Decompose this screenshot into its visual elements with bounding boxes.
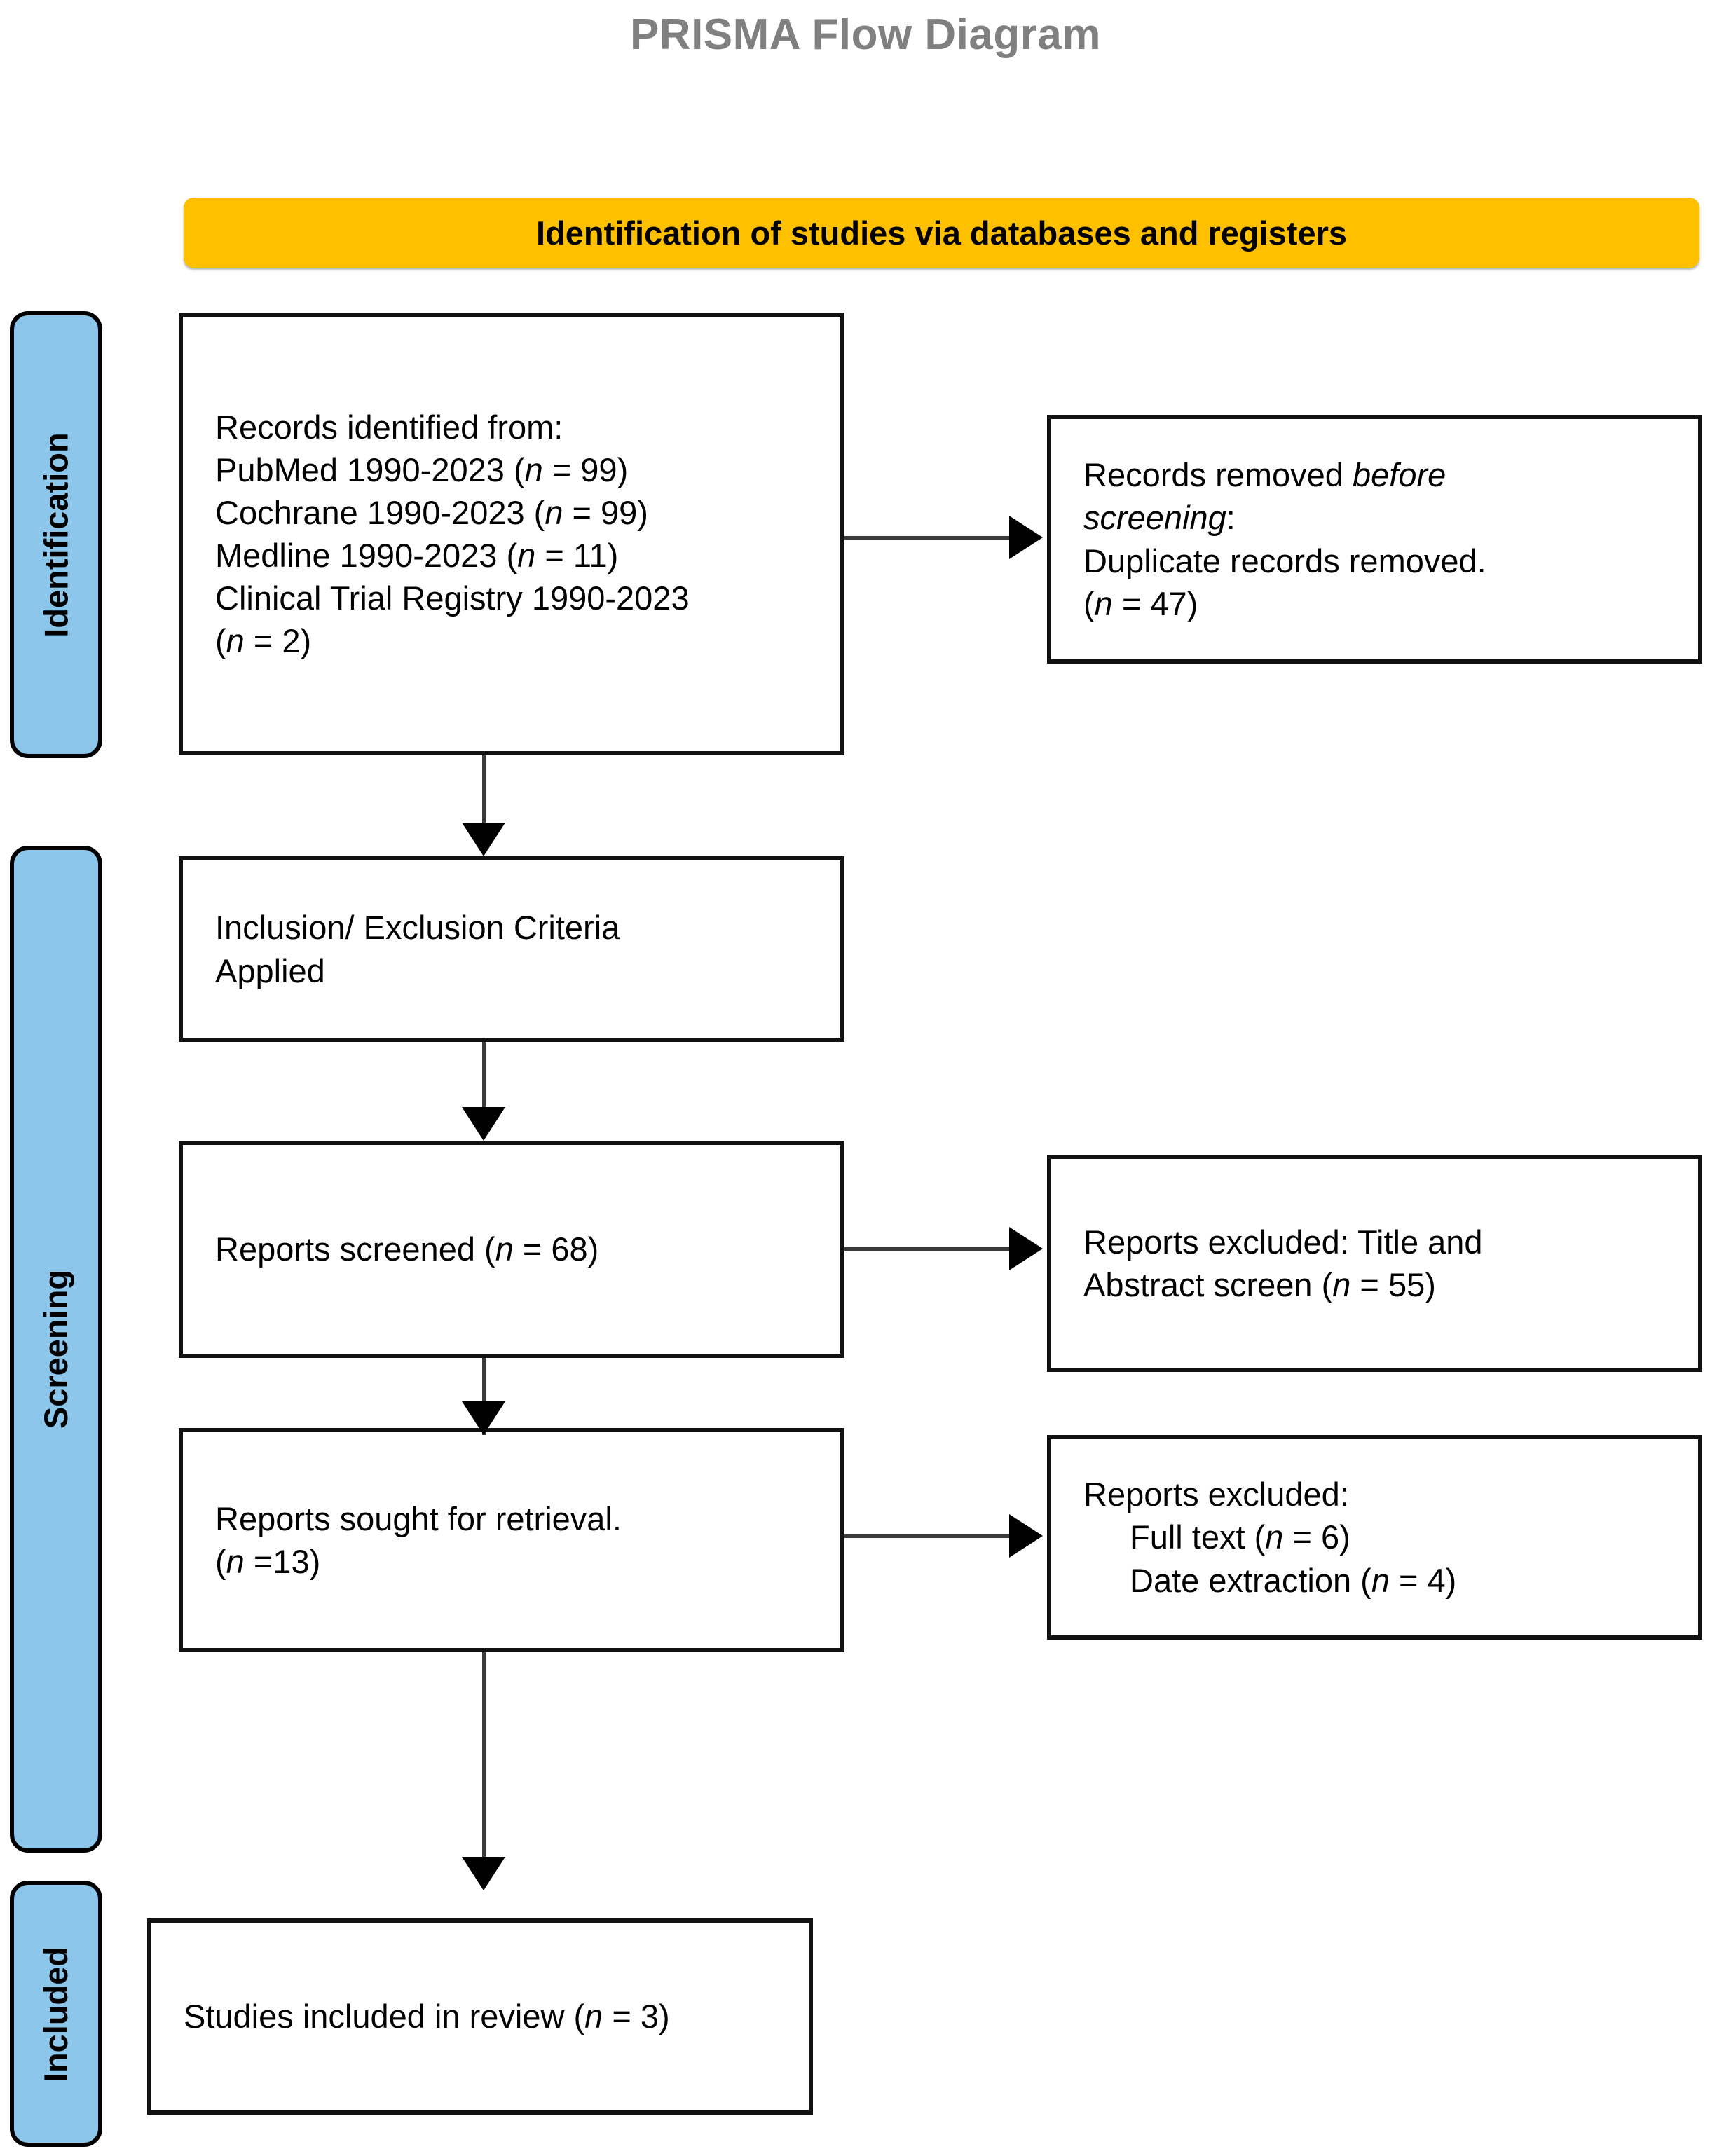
- box-reports-excluded-full-text-text: Reports excluded: Full text (n = 6) Date…: [1051, 1473, 1698, 1601]
- arrow-shaft: [482, 1042, 486, 1115]
- box-records-removed-text: Records removed before screening: Duplic…: [1051, 453, 1698, 624]
- retrieval-line1: Reports sought for retrieval.: [215, 1499, 622, 1537]
- records-removed-line3: Duplicate records removed.: [1083, 542, 1486, 579]
- arrow-shaft: [482, 755, 486, 831]
- arrow-head-down-icon: [462, 823, 505, 856]
- box-studies-included-in-review-text: Studies included in review (n = 3): [151, 1995, 809, 2038]
- arrow-head-down-icon: [462, 1857, 505, 1890]
- arrow-head-down-icon: [462, 1401, 505, 1435]
- box-reports-screened-text: Reports screened (n = 68): [183, 1228, 840, 1270]
- excluded-full-item-full-text: Full text (n = 6): [1130, 1518, 1350, 1556]
- arrow-shaft: [482, 1358, 486, 1435]
- phase-band-screening: Screening: [10, 846, 102, 1853]
- excluded-full-item-date-extraction: Date extraction (n = 4): [1130, 1561, 1457, 1599]
- records-identified-source-cochrane: Cochrane 1990-2023 (n = 99): [215, 493, 648, 531]
- phase-band-label-included: Included: [37, 1946, 75, 2082]
- box-records-identified: Records identified from: PubMed 1990-202…: [179, 313, 844, 755]
- arrow-shaft: [844, 1247, 1018, 1251]
- records-identified-source-medline: Medline 1990-2023 (n = 11): [215, 537, 619, 574]
- phase-band-identification: Identification: [10, 311, 102, 758]
- records-identified-source-registry: Clinical Trial Registry 1990-2023: [215, 579, 690, 617]
- arrow-head-right-icon: [1009, 1514, 1043, 1558]
- excluded-title-line2: Abstract screen (n = 55): [1083, 1266, 1436, 1303]
- box-reports-excluded-title-abstract: Reports excluded: Title and Abstract scr…: [1047, 1155, 1702, 1372]
- arrow-shaft: [844, 536, 1018, 540]
- arrow-head-right-icon: [1009, 516, 1043, 559]
- box-reports-screened: Reports screened (n = 68): [179, 1141, 844, 1358]
- stage-header-identification: Identification of studies via databases …: [184, 198, 1699, 268]
- records-removed-line2: screening:: [1083, 499, 1236, 537]
- phase-band-label-screening: Screening: [37, 1269, 75, 1429]
- records-identified-source-registry-count: (n = 2): [215, 622, 312, 660]
- arrow-head-right-icon: [1009, 1227, 1043, 1270]
- records-identified-source-pubmed: PubMed 1990-2023 (n = 99): [215, 451, 629, 488]
- box-reports-sought-for-retrieval-text: Reports sought for retrieval. (n =13): [183, 1497, 840, 1583]
- records-identified-heading: Records identified from:: [215, 408, 563, 446]
- box-records-removed: Records removed before screening: Duplic…: [1047, 415, 1702, 664]
- phase-band-label-identification: Identification: [37, 432, 75, 638]
- retrieval-count: (n =13): [215, 1543, 321, 1580]
- stage-header-label: Identification of studies via databases …: [535, 214, 1348, 252]
- records-removed-line1: Records removed before: [1083, 456, 1446, 494]
- arrow-shaft: [844, 1534, 1018, 1538]
- arrow-head-down-icon: [462, 1107, 505, 1141]
- studies-included-line: Studies included in review (n = 3): [184, 1998, 670, 2035]
- box-inclusion-exclusion-criteria-text: Inclusion/ Exclusion Criteria Applied: [183, 906, 840, 991]
- arrow-shaft: [482, 1652, 486, 1882]
- box-inclusion-exclusion-criteria: Inclusion/ Exclusion Criteria Applied: [179, 856, 844, 1042]
- criteria-line1: Inclusion/ Exclusion Criteria: [215, 909, 620, 947]
- excluded-full-heading: Reports excluded:: [1083, 1476, 1349, 1513]
- box-reports-sought-for-retrieval: Reports sought for retrieval. (n =13): [179, 1428, 844, 1652]
- criteria-line2: Applied: [215, 952, 325, 989]
- box-reports-excluded-title-abstract-text: Reports excluded: Title and Abstract scr…: [1051, 1221, 1698, 1306]
- reports-screened-line: Reports screened (n = 68): [215, 1230, 599, 1268]
- box-records-identified-text: Records identified from: PubMed 1990-202…: [183, 406, 840, 663]
- records-removed-count: (n = 47): [1083, 584, 1198, 622]
- excluded-title-line1: Reports excluded: Title and: [1083, 1223, 1483, 1261]
- page-title: PRISMA Flow Diagram: [629, 11, 1102, 59]
- phase-band-included: Included: [10, 1881, 102, 2147]
- box-reports-excluded-full-text: Reports excluded: Full text (n = 6) Date…: [1047, 1435, 1702, 1640]
- box-studies-included-in-review: Studies included in review (n = 3): [147, 1918, 813, 2115]
